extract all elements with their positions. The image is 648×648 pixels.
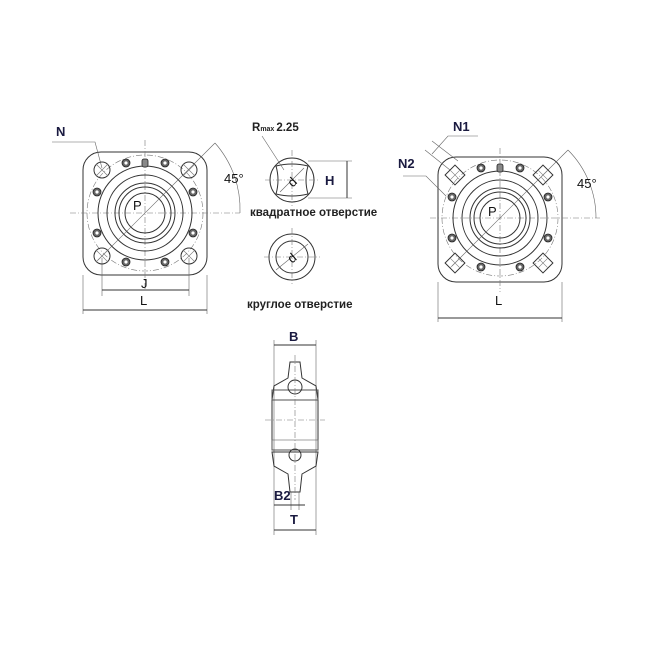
label-angle-45: 45° bbox=[224, 171, 244, 186]
front-view-square-holes: N1 N2 45° P L bbox=[398, 119, 600, 322]
bolt-hole-center bbox=[95, 190, 99, 194]
mounting-hole-round bbox=[93, 247, 111, 265]
label-n: N bbox=[56, 124, 65, 139]
label-b2: B2 bbox=[274, 488, 291, 503]
caption-round-hole: круглое отверстие bbox=[247, 299, 353, 311]
label-h: H bbox=[325, 173, 334, 188]
bolt-hole-center bbox=[191, 190, 195, 194]
front-view-round-holes: N 45° P J L bbox=[52, 124, 244, 314]
label-p: P bbox=[133, 198, 142, 213]
mounting-hole-round bbox=[180, 161, 198, 179]
label-t: T bbox=[290, 512, 298, 527]
bolt-hole-center bbox=[163, 260, 167, 264]
bolt-hole-center bbox=[124, 161, 128, 165]
hole-centerline bbox=[182, 249, 196, 263]
caption-square-hole: квадратное отверстие bbox=[250, 207, 377, 219]
label-j: J bbox=[141, 276, 148, 291]
hole-centerline bbox=[449, 169, 461, 181]
label-b: B bbox=[289, 329, 298, 344]
hole-centerline bbox=[537, 257, 549, 269]
mounting-hole-round bbox=[180, 247, 198, 265]
bolt-hole-center bbox=[479, 265, 483, 269]
bolt-hole-center bbox=[518, 166, 522, 170]
bolt-hole-center bbox=[95, 231, 99, 235]
hole-centerline bbox=[537, 169, 549, 181]
label-l-right: L bbox=[495, 293, 502, 308]
grease-nipple bbox=[141, 158, 149, 168]
hole-centerline bbox=[449, 257, 461, 269]
label-n1: N1 bbox=[453, 119, 470, 134]
label-angle-45-right: 45° bbox=[577, 176, 597, 191]
label-l: L bbox=[140, 293, 147, 308]
label-p-right: P bbox=[488, 204, 497, 219]
mounting-hole-round bbox=[93, 161, 111, 179]
bolt-hole-center bbox=[191, 231, 195, 235]
bolt-hole-center bbox=[479, 166, 483, 170]
bolt-hole-center bbox=[518, 265, 522, 269]
bolt-hole-center bbox=[450, 195, 454, 199]
hole-centerline bbox=[182, 163, 196, 177]
mounting-holes bbox=[92, 158, 554, 274]
bolt-hole-center bbox=[546, 195, 550, 199]
label-n2: N2 bbox=[398, 156, 415, 171]
hole-centerline bbox=[95, 249, 109, 263]
grease-nipple bbox=[496, 163, 504, 173]
round-hole-detail: d круглое отверстие bbox=[247, 228, 353, 311]
side-section-view: B B2 T bbox=[265, 329, 325, 535]
bolt-hole-center bbox=[163, 161, 167, 165]
bolt-hole-center bbox=[124, 260, 128, 264]
hole-centerline bbox=[95, 163, 109, 177]
bolt-hole-center bbox=[450, 236, 454, 240]
bolt-hole-center bbox=[546, 236, 550, 240]
